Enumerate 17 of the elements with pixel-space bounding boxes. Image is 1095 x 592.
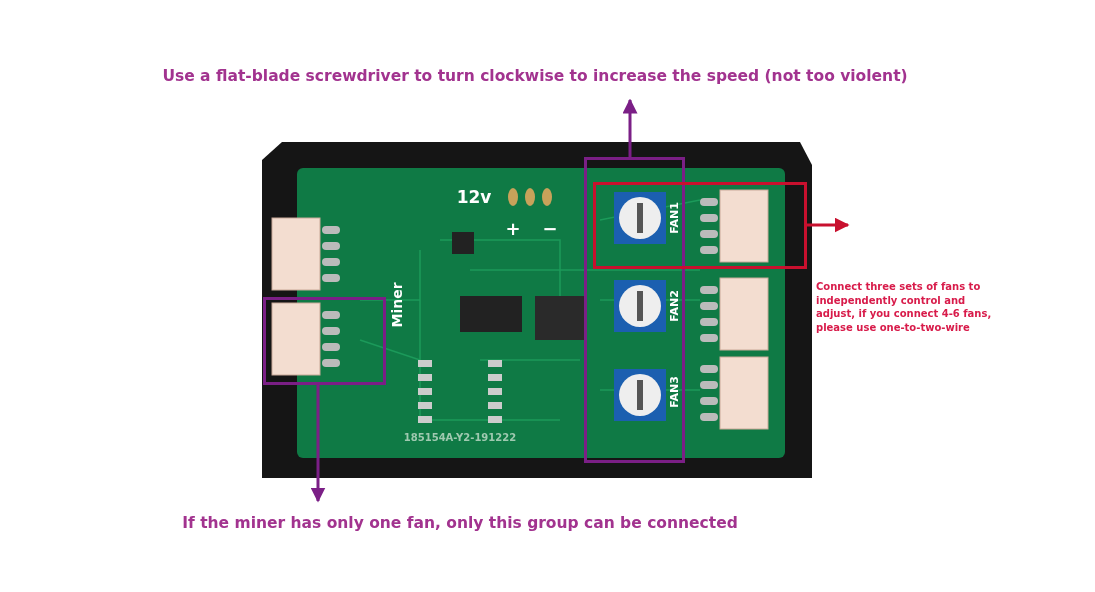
- highlight-frame: [263, 297, 386, 385]
- board-print-label: FAN1: [667, 202, 681, 234]
- board-print-label: −: [542, 217, 558, 239]
- arrow: [622, 98, 638, 157]
- board-print-label: Miner: [389, 282, 405, 328]
- board-print-label: FAN2: [667, 290, 681, 322]
- board-print-label: 185154A-Y2-191222: [403, 431, 517, 443]
- board-print-label: 12v: [456, 187, 492, 207]
- highlight-frame: [584, 157, 685, 463]
- arrow: [807, 217, 850, 233]
- board-print-label: FAN3: [667, 376, 681, 408]
- board-print-label: +: [505, 217, 521, 239]
- annotation-text: Use a flat-blade screwdriver to turn clockwise to increase the speed (not too violent): [161, 66, 909, 87]
- annotation-text: If the miner has only one fan, only this group can be connected: [181, 513, 739, 534]
- highlight-frame: [593, 182, 807, 269]
- annotation-text: Connect three sets of fans to independently control and adjust, if you connect 4-6 fans, please use one-to-two-wire: [816, 280, 993, 334]
- arrow: [310, 385, 326, 503]
